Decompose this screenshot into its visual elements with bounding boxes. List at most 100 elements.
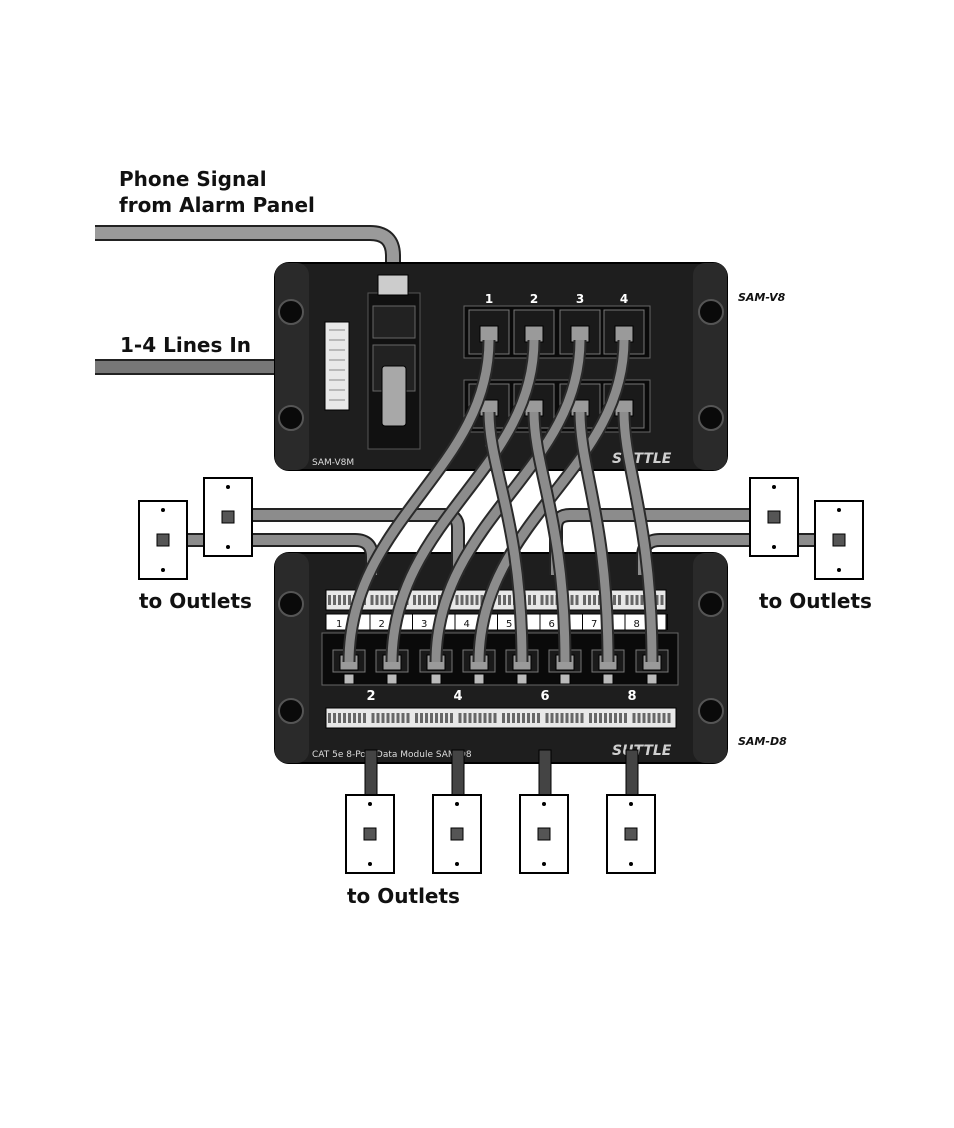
voice-port-number: 1	[485, 292, 493, 306]
data-model-label: SAM-D8	[738, 735, 787, 748]
data-port-boot	[646, 673, 658, 685]
outlets-left-label: to Outlets	[139, 589, 252, 613]
port-number-strip	[325, 613, 667, 631]
punch-pin	[640, 595, 644, 605]
punch-pin	[338, 713, 341, 723]
punch-pin	[425, 713, 428, 723]
lines-in-label: 1-4 Lines In	[120, 333, 252, 357]
voice-port-plug	[524, 325, 544, 343]
punch-pin	[570, 595, 574, 605]
data-port-boot	[559, 673, 571, 685]
bottom-punch-strip	[325, 707, 677, 729]
punch-pin	[463, 713, 467, 723]
mounting-screw-icon	[698, 591, 724, 617]
plate-screw-icon	[455, 862, 459, 866]
strip-number: 3	[421, 619, 427, 630]
strip-number: 5	[506, 619, 512, 630]
data-brand-logo: SUTTLE	[612, 743, 672, 759]
punch-pin	[455, 595, 459, 605]
rj45-jack-icon	[624, 827, 638, 841]
plate-screw-icon	[542, 862, 546, 866]
punch-pin	[532, 713, 535, 723]
data-port-number: 2	[366, 689, 375, 704]
punch-pin	[575, 595, 579, 605]
punch-pin	[537, 713, 540, 723]
data-panel-print: CAT 5e 8-Port Data Module SAM-D8	[312, 750, 472, 760]
punch-pin	[390, 595, 394, 605]
strip-number: 8	[634, 619, 640, 630]
punch-pin	[478, 713, 482, 723]
punch-pin	[428, 595, 431, 605]
punch-pin	[652, 713, 656, 723]
punch-pin	[328, 595, 331, 605]
punch-pin	[440, 713, 443, 723]
punch-pin	[624, 713, 627, 723]
punch-pin	[386, 713, 390, 723]
voice-port-plug	[614, 325, 634, 343]
voice-port-plug	[570, 325, 590, 343]
punch-pin	[381, 713, 385, 723]
punch-pin	[363, 713, 366, 723]
punch-pin	[418, 595, 421, 605]
punch-pin	[502, 713, 505, 723]
punch-pin	[415, 713, 418, 723]
data-port-number: 4	[453, 689, 462, 704]
plate-screw-icon	[772, 545, 776, 549]
punch-pin	[507, 713, 510, 723]
punch-pin	[613, 595, 616, 605]
wall-plate-bottom-3	[519, 794, 569, 874]
punch-pin	[333, 595, 336, 605]
punch-pin	[625, 595, 629, 605]
mounting-screw-icon	[698, 405, 724, 431]
plate-screw-icon	[161, 568, 165, 572]
punch-pin	[433, 595, 436, 605]
data-port-number: 8	[627, 689, 636, 704]
phone-signal-label-line2: from Alarm Panel	[119, 193, 315, 217]
data-port-boot	[473, 673, 485, 685]
patch-cord-fill	[484, 411, 527, 663]
data-port-boot	[516, 673, 528, 685]
punch-pin	[370, 595, 374, 605]
rj45-jack-icon	[537, 827, 551, 841]
phone-signal-label-line1: Phone Signal	[119, 167, 267, 191]
punch-pin	[430, 713, 433, 723]
punch-pin	[594, 713, 597, 723]
voice-model-label: SAM-V8	[738, 291, 786, 304]
plate-screw-icon	[629, 862, 633, 866]
punch-pin	[540, 595, 544, 605]
outlets-bottom-label: to Outlets	[347, 884, 460, 908]
punch-pin	[545, 713, 549, 723]
plate-screw-icon	[542, 802, 546, 806]
patch-cord-fill	[619, 411, 657, 663]
voice-brand-logo: SUTTLE	[612, 451, 672, 467]
punch-pin	[391, 713, 395, 723]
plate-screw-icon	[629, 802, 633, 806]
punch-pin	[413, 595, 416, 605]
punch-pin	[338, 595, 341, 605]
plate-screw-icon	[161, 508, 165, 512]
voice-port-number: 2	[530, 292, 538, 306]
punch-pin	[396, 713, 400, 723]
punch-pin	[604, 713, 607, 723]
punch-pin	[662, 713, 666, 723]
plate-screw-icon	[368, 862, 372, 866]
punch-pin	[630, 595, 634, 605]
punch-pin	[458, 713, 462, 723]
punch-pin	[533, 595, 536, 605]
plate-screw-icon	[837, 568, 841, 572]
punch-pin	[618, 595, 621, 605]
punch-pin	[593, 595, 596, 605]
punch-pin	[473, 713, 477, 723]
mounting-screw-icon	[698, 299, 724, 325]
punch-pin	[435, 713, 438, 723]
punch-pin	[655, 595, 659, 605]
punch-pin	[647, 713, 651, 723]
punch-pin	[619, 713, 622, 723]
punch-pin	[376, 713, 380, 723]
punch-pin	[583, 595, 586, 605]
punch-pin	[470, 595, 474, 605]
data-port-boot	[386, 673, 398, 685]
punch-pin	[565, 713, 569, 723]
punch-pin	[527, 713, 530, 723]
strip-number: 1	[336, 619, 342, 630]
